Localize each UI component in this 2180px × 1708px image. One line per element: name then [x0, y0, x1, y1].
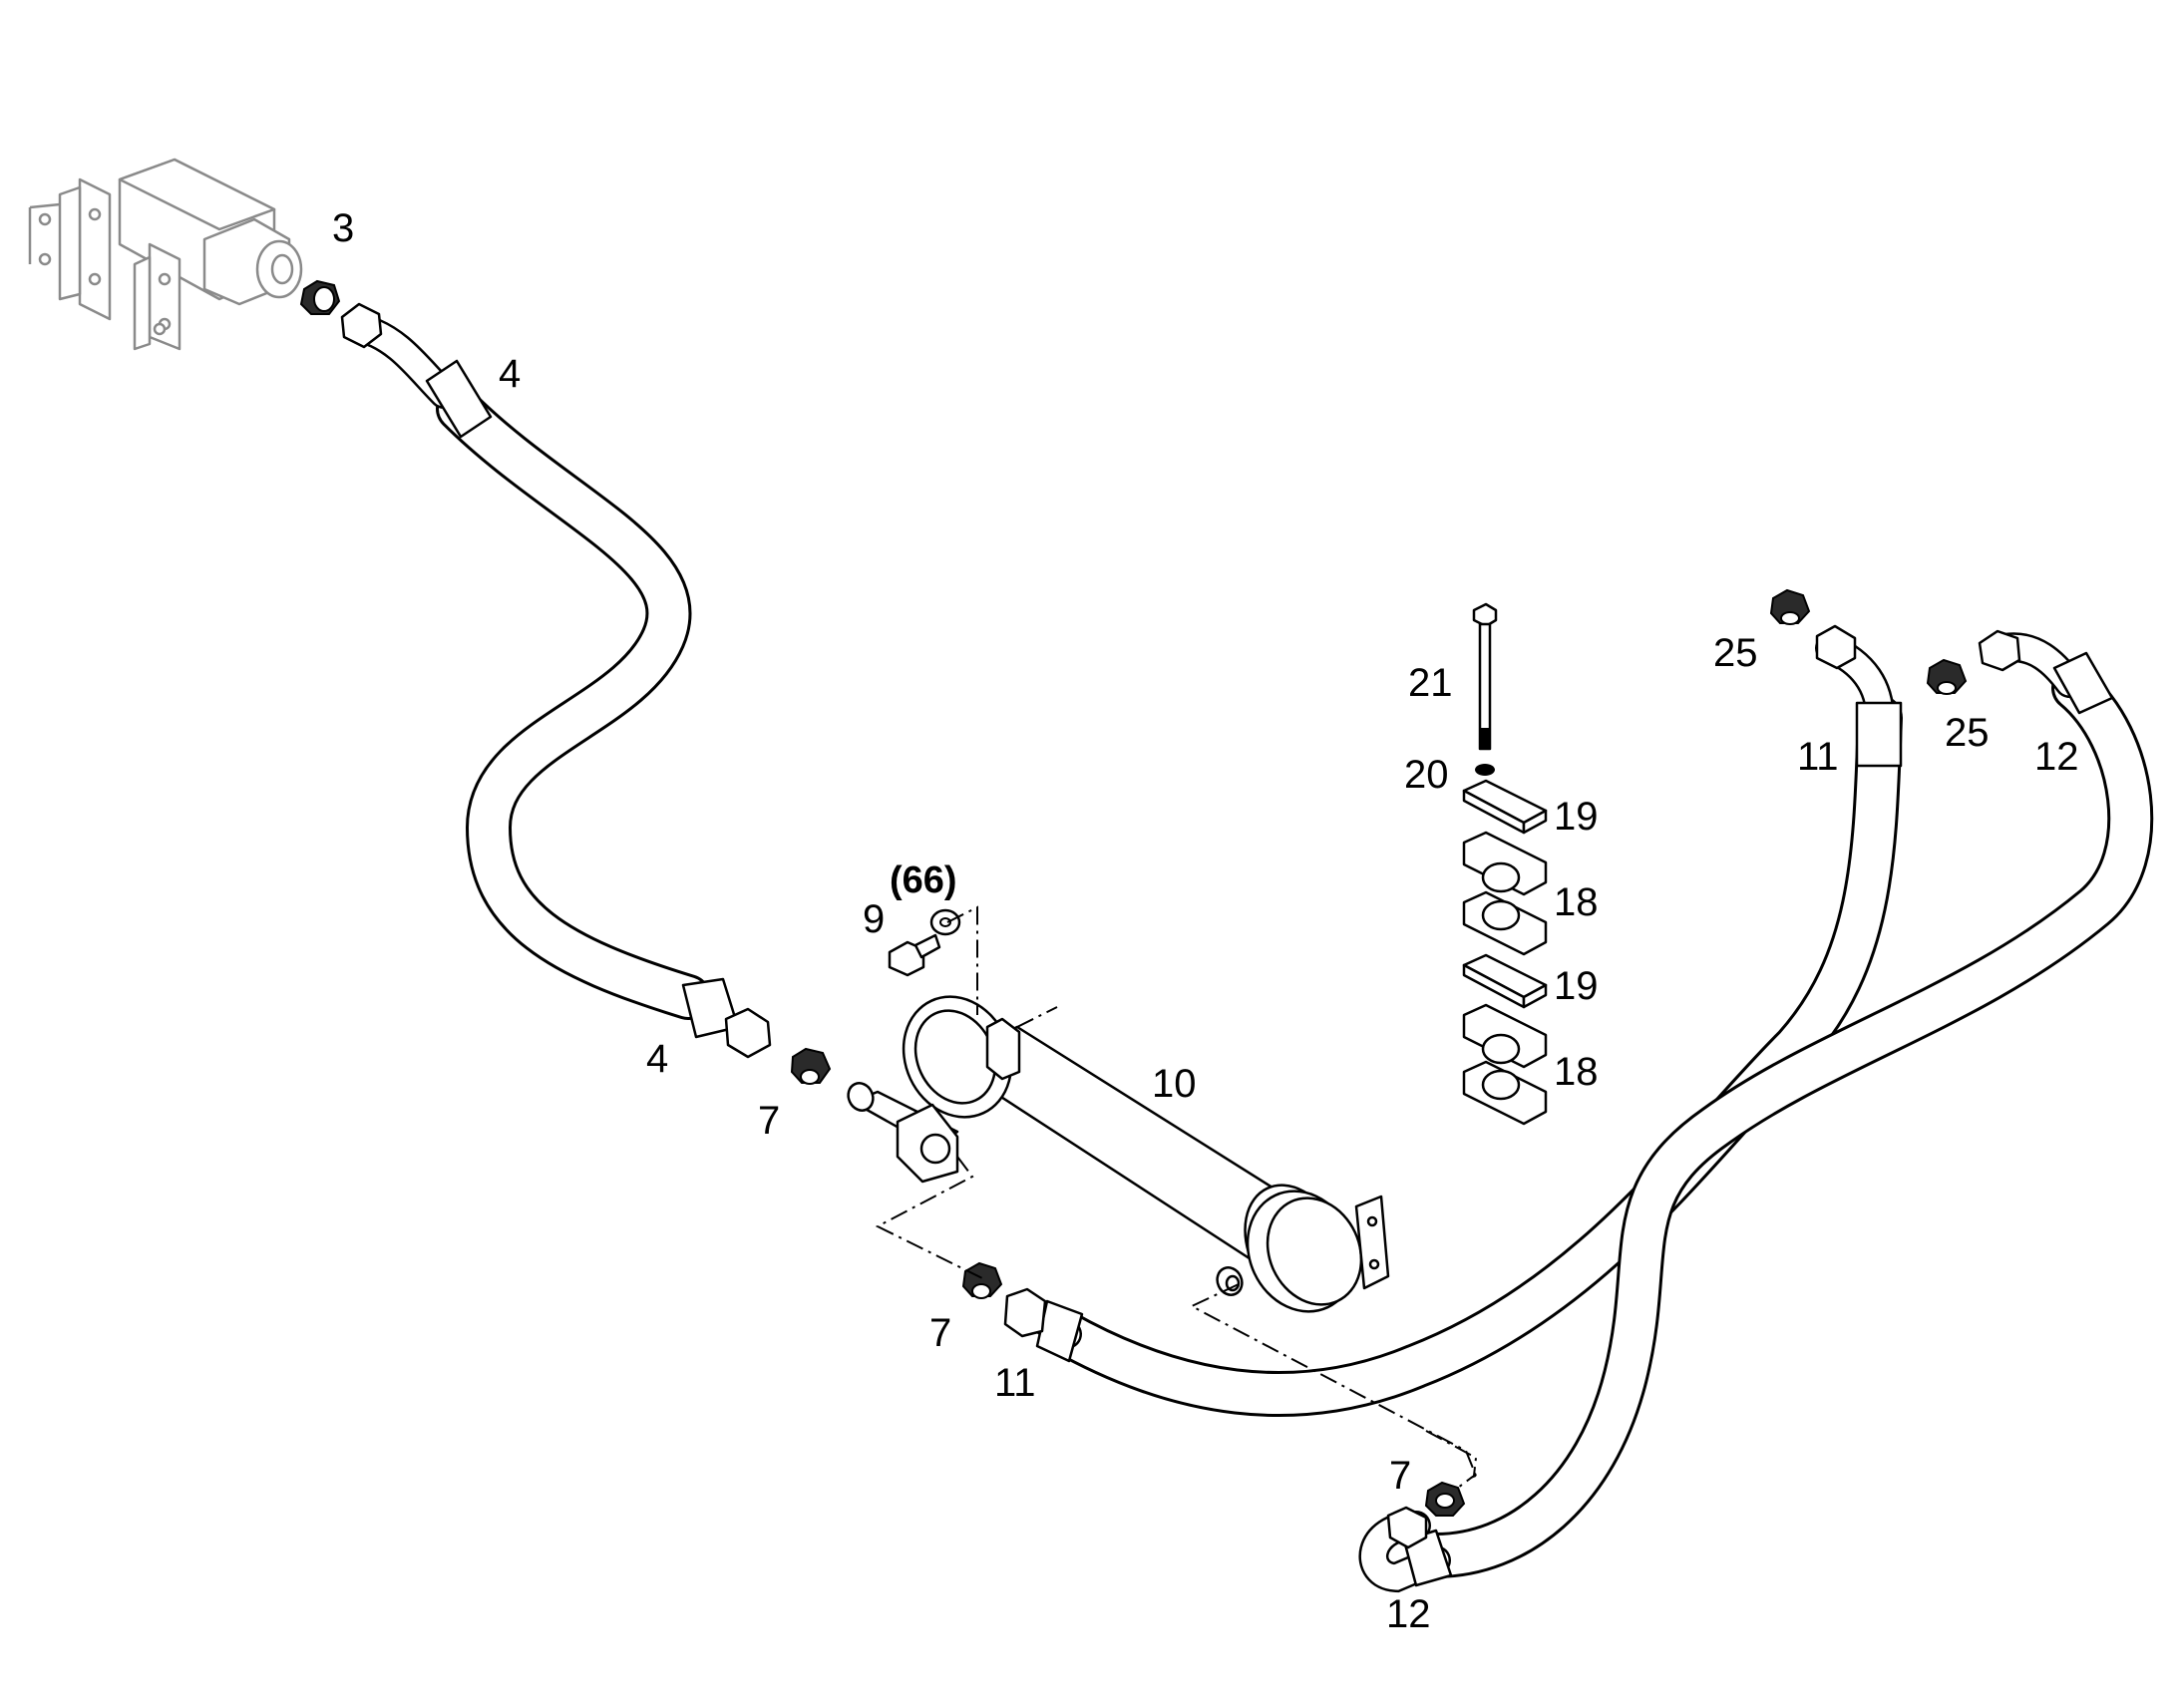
callout-labels: 3 4 4 7 7 7 9 (66) 10 11 11 12 12 18 18 … — [332, 206, 2079, 1636]
bolt-21 — [1472, 602, 1498, 751]
fitting-25-left — [1769, 588, 1811, 625]
hose-12 — [1358, 629, 2154, 1593]
label-item-3: 3 — [332, 206, 354, 250]
fitting-7-b — [961, 1261, 1003, 1299]
label-item-11-lower: 11 — [994, 1361, 1036, 1405]
label-item-18-upper: 18 — [1554, 880, 1599, 924]
label-item-10: 10 — [1152, 1062, 1197, 1106]
clamp-18-lower — [1462, 1003, 1548, 1126]
hose-4 — [340, 302, 772, 1059]
fitting-7-a — [790, 1047, 832, 1085]
plate-19-upper — [1462, 779, 1548, 835]
bolt-9 — [888, 933, 941, 977]
label-item-7-c: 7 — [1389, 1454, 1411, 1498]
label-item-25-right: 25 — [1945, 711, 1990, 755]
label-item-4-upper: 4 — [499, 352, 521, 396]
label-item-25-left: 25 — [1713, 631, 1758, 675]
label-item-19-lower: 19 — [1554, 964, 1599, 1008]
clamp-18-upper — [1462, 831, 1548, 956]
label-item-12-lower: 12 — [1386, 1592, 1431, 1636]
label-item-19-upper: 19 — [1554, 795, 1599, 839]
fitting-7-c — [1424, 1481, 1466, 1517]
label-item-9: 9 — [863, 897, 885, 941]
plate-19-lower — [1462, 953, 1548, 1009]
label-item-7-a: 7 — [758, 1099, 780, 1143]
valve-block — [28, 158, 303, 351]
label-item-12-upper: 12 — [2034, 735, 2079, 779]
label-item-7-b: 7 — [929, 1311, 951, 1355]
label-item-20: 20 — [1404, 753, 1449, 797]
fitting-25-right — [1926, 658, 1968, 695]
hose-11 — [1003, 624, 1903, 1417]
washer-66 — [929, 908, 961, 936]
label-item-18-lower: 18 — [1554, 1050, 1599, 1094]
label-item-66: (66) — [890, 859, 957, 901]
fitting-3 — [299, 279, 341, 315]
label-item-11-upper: 11 — [1797, 735, 1839, 779]
washer-20 — [1475, 764, 1495, 776]
assembly-lines — [875, 905, 1478, 1489]
cooler-10 — [847, 995, 1390, 1313]
label-item-4-lower: 4 — [646, 1037, 668, 1081]
label-item-21: 21 — [1408, 661, 1453, 705]
